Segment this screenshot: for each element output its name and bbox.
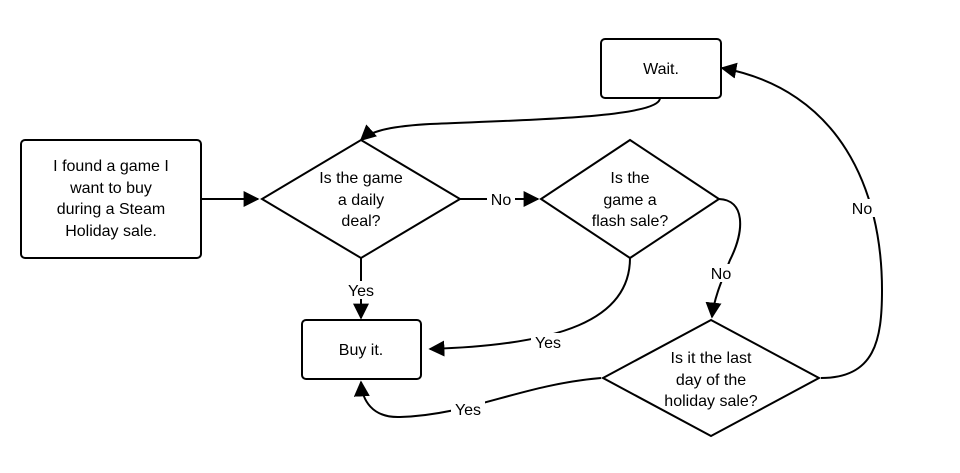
edge-label-flash-no: No <box>707 264 735 283</box>
node-wait: Wait. <box>600 38 722 99</box>
node-start-line-1: I found a game I <box>53 158 169 175</box>
edge-wait-to-daily <box>359 97 661 142</box>
node-flash-sale-line-3: flash sale? <box>592 213 669 230</box>
node-start-line-3: during a Steam <box>57 201 166 218</box>
node-daily-deal-line-1: Is the game <box>319 170 403 187</box>
node-daily-deal: Is the game a daily deal? <box>260 138 462 260</box>
edge-label-daily-no: No <box>487 190 515 209</box>
edge-last-to-wait <box>720 62 884 379</box>
svg-text:No: No <box>491 192 512 209</box>
edge-flash-to-last <box>705 198 742 319</box>
node-daily-deal-line-3: deal? <box>341 213 380 230</box>
edge-label-last-yes: Yes <box>451 400 485 419</box>
node-start-line-4: Holiday sale. <box>65 223 157 240</box>
node-last-day-line-3: holiday sale? <box>664 393 758 410</box>
node-flash-sale-line-1: Is the <box>610 170 649 187</box>
node-last-day-line-1: Is it the last <box>671 350 752 367</box>
node-flash-sale: Is the game a flash sale? <box>539 138 721 260</box>
node-wait-line-1: Wait. <box>643 61 679 78</box>
node-start-line-2: want to buy <box>69 180 152 197</box>
edge-flash-to-buy <box>428 257 631 357</box>
node-start: I found a game I want to buy during a St… <box>20 139 202 259</box>
node-buy: Buy it. <box>301 319 422 380</box>
node-buy-line-1: Buy it. <box>339 342 383 359</box>
svg-text:Yes: Yes <box>348 283 374 300</box>
edge-label-last-no: No <box>848 199 876 218</box>
node-daily-deal-line-2: a daily <box>338 192 384 209</box>
node-last-day-line-2: day of the <box>676 372 746 389</box>
edge-label-daily-yes: Yes <box>344 281 378 300</box>
svg-text:No: No <box>852 201 873 218</box>
node-last-day: Is it the last day of the holiday sale? <box>600 318 822 438</box>
svg-text:Yes: Yes <box>455 402 481 419</box>
edge-label-flash-yes: Yes <box>531 333 565 352</box>
edge-last-to-buy <box>353 377 602 419</box>
svg-text:No: No <box>711 266 732 283</box>
node-flash-sale-line-2: game a <box>603 192 656 209</box>
svg-text:Yes: Yes <box>535 335 561 352</box>
